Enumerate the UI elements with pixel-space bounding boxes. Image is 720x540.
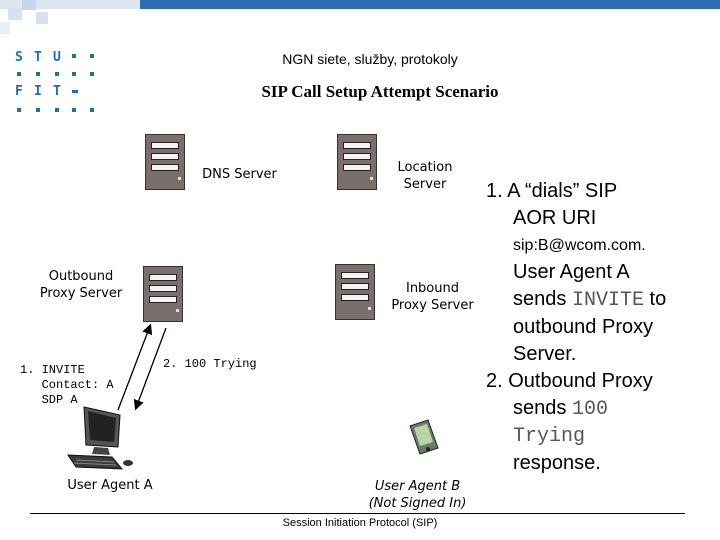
inbound-proxy-icon xyxy=(335,264,375,320)
location-server-icon xyxy=(337,134,377,190)
bullet-2-line3: Trying xyxy=(513,425,586,448)
trying-message: 2. 100 Trying xyxy=(163,357,257,371)
header-title: NGN siete, služby, protokoly xyxy=(282,51,458,67)
outbound-proxy-icon xyxy=(143,266,183,322)
bullet-1-line4: User Agent A xyxy=(513,261,630,283)
footer-text: Session Initiation Protocol (SIP) xyxy=(282,517,438,529)
bullet-1-line1: 1. A “dials” SIP xyxy=(486,180,618,202)
logo: S T U F I T xyxy=(0,0,110,125)
bullet-1-line2: AOR URI xyxy=(513,207,597,229)
bullet-1-sip-uri: sip:B@wcom.com. xyxy=(513,237,646,254)
pda-icon xyxy=(409,419,439,455)
bullet-2-line4: response. xyxy=(513,452,601,474)
bullet-list: 1. A “dials” SIP AOR URI sip:B@wcom.com.… xyxy=(486,178,716,477)
bullet-1-line7: Server. xyxy=(513,343,577,365)
trying-arrow xyxy=(133,327,167,411)
invite-arrow xyxy=(117,323,153,411)
computer-icon xyxy=(67,406,133,470)
bullet-1-line5: sends INVITE to xyxy=(513,288,667,312)
slide-title: SIP Call Setup Attempt Scenario xyxy=(261,82,499,101)
footer-divider xyxy=(30,513,685,514)
dns-server-icon xyxy=(145,134,185,190)
dns-server-label: DNS Server xyxy=(202,167,277,182)
bullet-2-line2: sends 100 xyxy=(513,397,608,421)
invite-message: 1. INVITE Contact: A SDP A xyxy=(20,363,114,407)
user-agent-a-label: User Agent A xyxy=(67,478,153,493)
bullet-2-line1: 2. Outbound Proxy xyxy=(486,370,653,392)
bullet-1-line6: outbound Proxy xyxy=(513,316,654,338)
top-band xyxy=(0,0,720,9)
user-agent-b-label: User Agent B(Not Signed In) xyxy=(368,479,467,511)
